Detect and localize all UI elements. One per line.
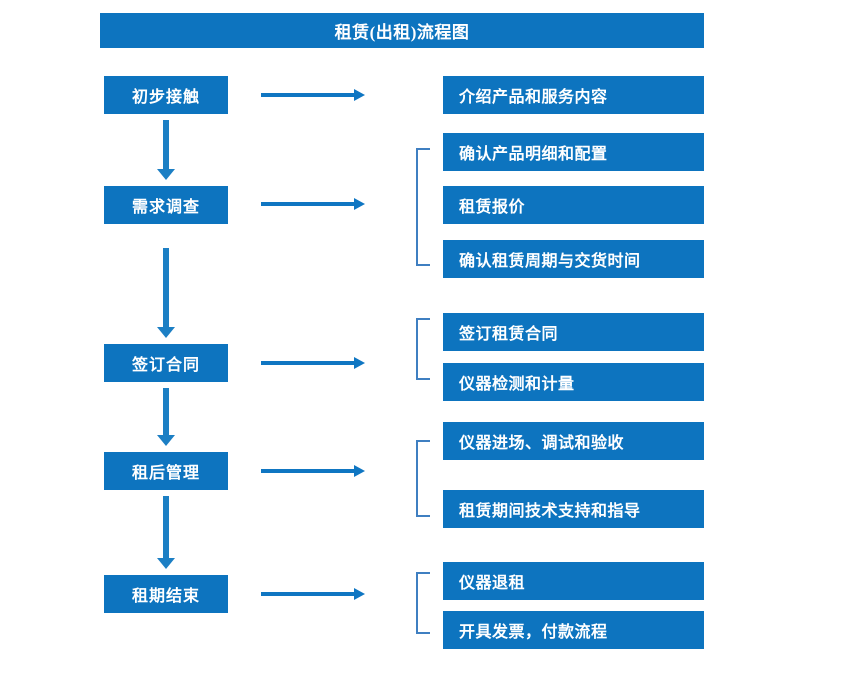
stage-box-3[interactable]: 签订合同 <box>104 344 228 382</box>
down-arrow-stage4-stage5 <box>157 496 175 569</box>
detail-box-8[interactable]: 租赁期间技术支持和指导 <box>443 490 704 528</box>
detail-box-1[interactable]: 介绍产品和服务内容 <box>443 76 704 114</box>
arrow-shaft <box>163 120 169 169</box>
arrow-head <box>354 198 365 210</box>
down-arrow-stage1-stage2 <box>157 120 175 180</box>
arrow-head <box>354 357 365 369</box>
arrow-shaft <box>163 496 169 558</box>
detail-box-4[interactable]: 确认租赁周期与交货时间 <box>443 240 704 278</box>
page-title: 租赁(出租)流程图 <box>100 13 704 48</box>
detail-box-6[interactable]: 仪器检测和计量 <box>443 363 704 401</box>
detail-label-9: 仪器退租 <box>459 575 526 592</box>
stage-box-5[interactable]: 租期结束 <box>104 575 228 613</box>
detail-label-6: 仪器检测和计量 <box>459 376 575 393</box>
down-arrow-stage3-stage4 <box>157 388 175 446</box>
arrow-shaft <box>163 248 169 327</box>
right-arrow-stage3 <box>261 357 365 369</box>
stage-label-2: 需求调查 <box>131 199 200 216</box>
right-arrow-stage5 <box>261 588 365 600</box>
arrow-shaft <box>261 469 354 473</box>
arrow-shaft <box>261 202 354 206</box>
stage-box-2[interactable]: 需求调查 <box>104 186 228 224</box>
stage-label-1: 初步接触 <box>131 89 200 106</box>
arrow-head <box>354 465 365 477</box>
stage-label-4: 租后管理 <box>131 465 200 482</box>
right-arrow-stage4 <box>261 465 365 477</box>
bracket-group-management <box>416 440 430 517</box>
bracket-group-contract <box>416 318 430 380</box>
bracket-group-requirements <box>416 148 430 266</box>
stage-box-4[interactable]: 租后管理 <box>104 452 228 490</box>
arrow-head <box>157 558 175 569</box>
arrow-shaft <box>163 388 169 435</box>
arrow-head <box>157 435 175 446</box>
arrow-head <box>157 169 175 180</box>
detail-label-10: 开具发票，付款流程 <box>459 624 608 641</box>
detail-box-9[interactable]: 仪器退租 <box>443 562 704 600</box>
detail-box-3[interactable]: 租赁报价 <box>443 186 704 224</box>
detail-box-7[interactable]: 仪器进场、调试和验收 <box>443 422 704 460</box>
detail-label-2: 确认产品明细和配置 <box>459 146 608 163</box>
detail-label-1: 介绍产品和服务内容 <box>459 89 608 106</box>
bracket-group-termination <box>416 572 430 634</box>
arrow-shaft <box>261 93 354 97</box>
stage-label-3: 签订合同 <box>131 357 200 374</box>
down-arrow-stage2-stage3 <box>157 248 175 338</box>
detail-label-7: 仪器进场、调试和验收 <box>459 435 625 452</box>
detail-label-5: 签订租赁合同 <box>459 326 559 343</box>
right-arrow-stage1 <box>261 89 365 101</box>
right-arrow-stage2 <box>261 198 365 210</box>
arrow-head <box>354 588 365 600</box>
arrow-shaft <box>261 592 354 596</box>
detail-label-4: 确认租赁周期与交货时间 <box>459 253 641 270</box>
arrow-head <box>354 89 365 101</box>
stage-box-1[interactable]: 初步接触 <box>104 76 228 114</box>
detail-label-3: 租赁报价 <box>459 199 526 216</box>
arrow-shaft <box>261 361 354 365</box>
stage-label-5: 租期结束 <box>131 588 200 605</box>
arrow-head <box>157 327 175 338</box>
detail-box-2[interactable]: 确认产品明细和配置 <box>443 133 704 171</box>
detail-label-8: 租赁期间技术支持和指导 <box>459 503 641 520</box>
detail-box-10[interactable]: 开具发票，付款流程 <box>443 611 704 649</box>
detail-box-5[interactable]: 签订租赁合同 <box>443 313 704 351</box>
